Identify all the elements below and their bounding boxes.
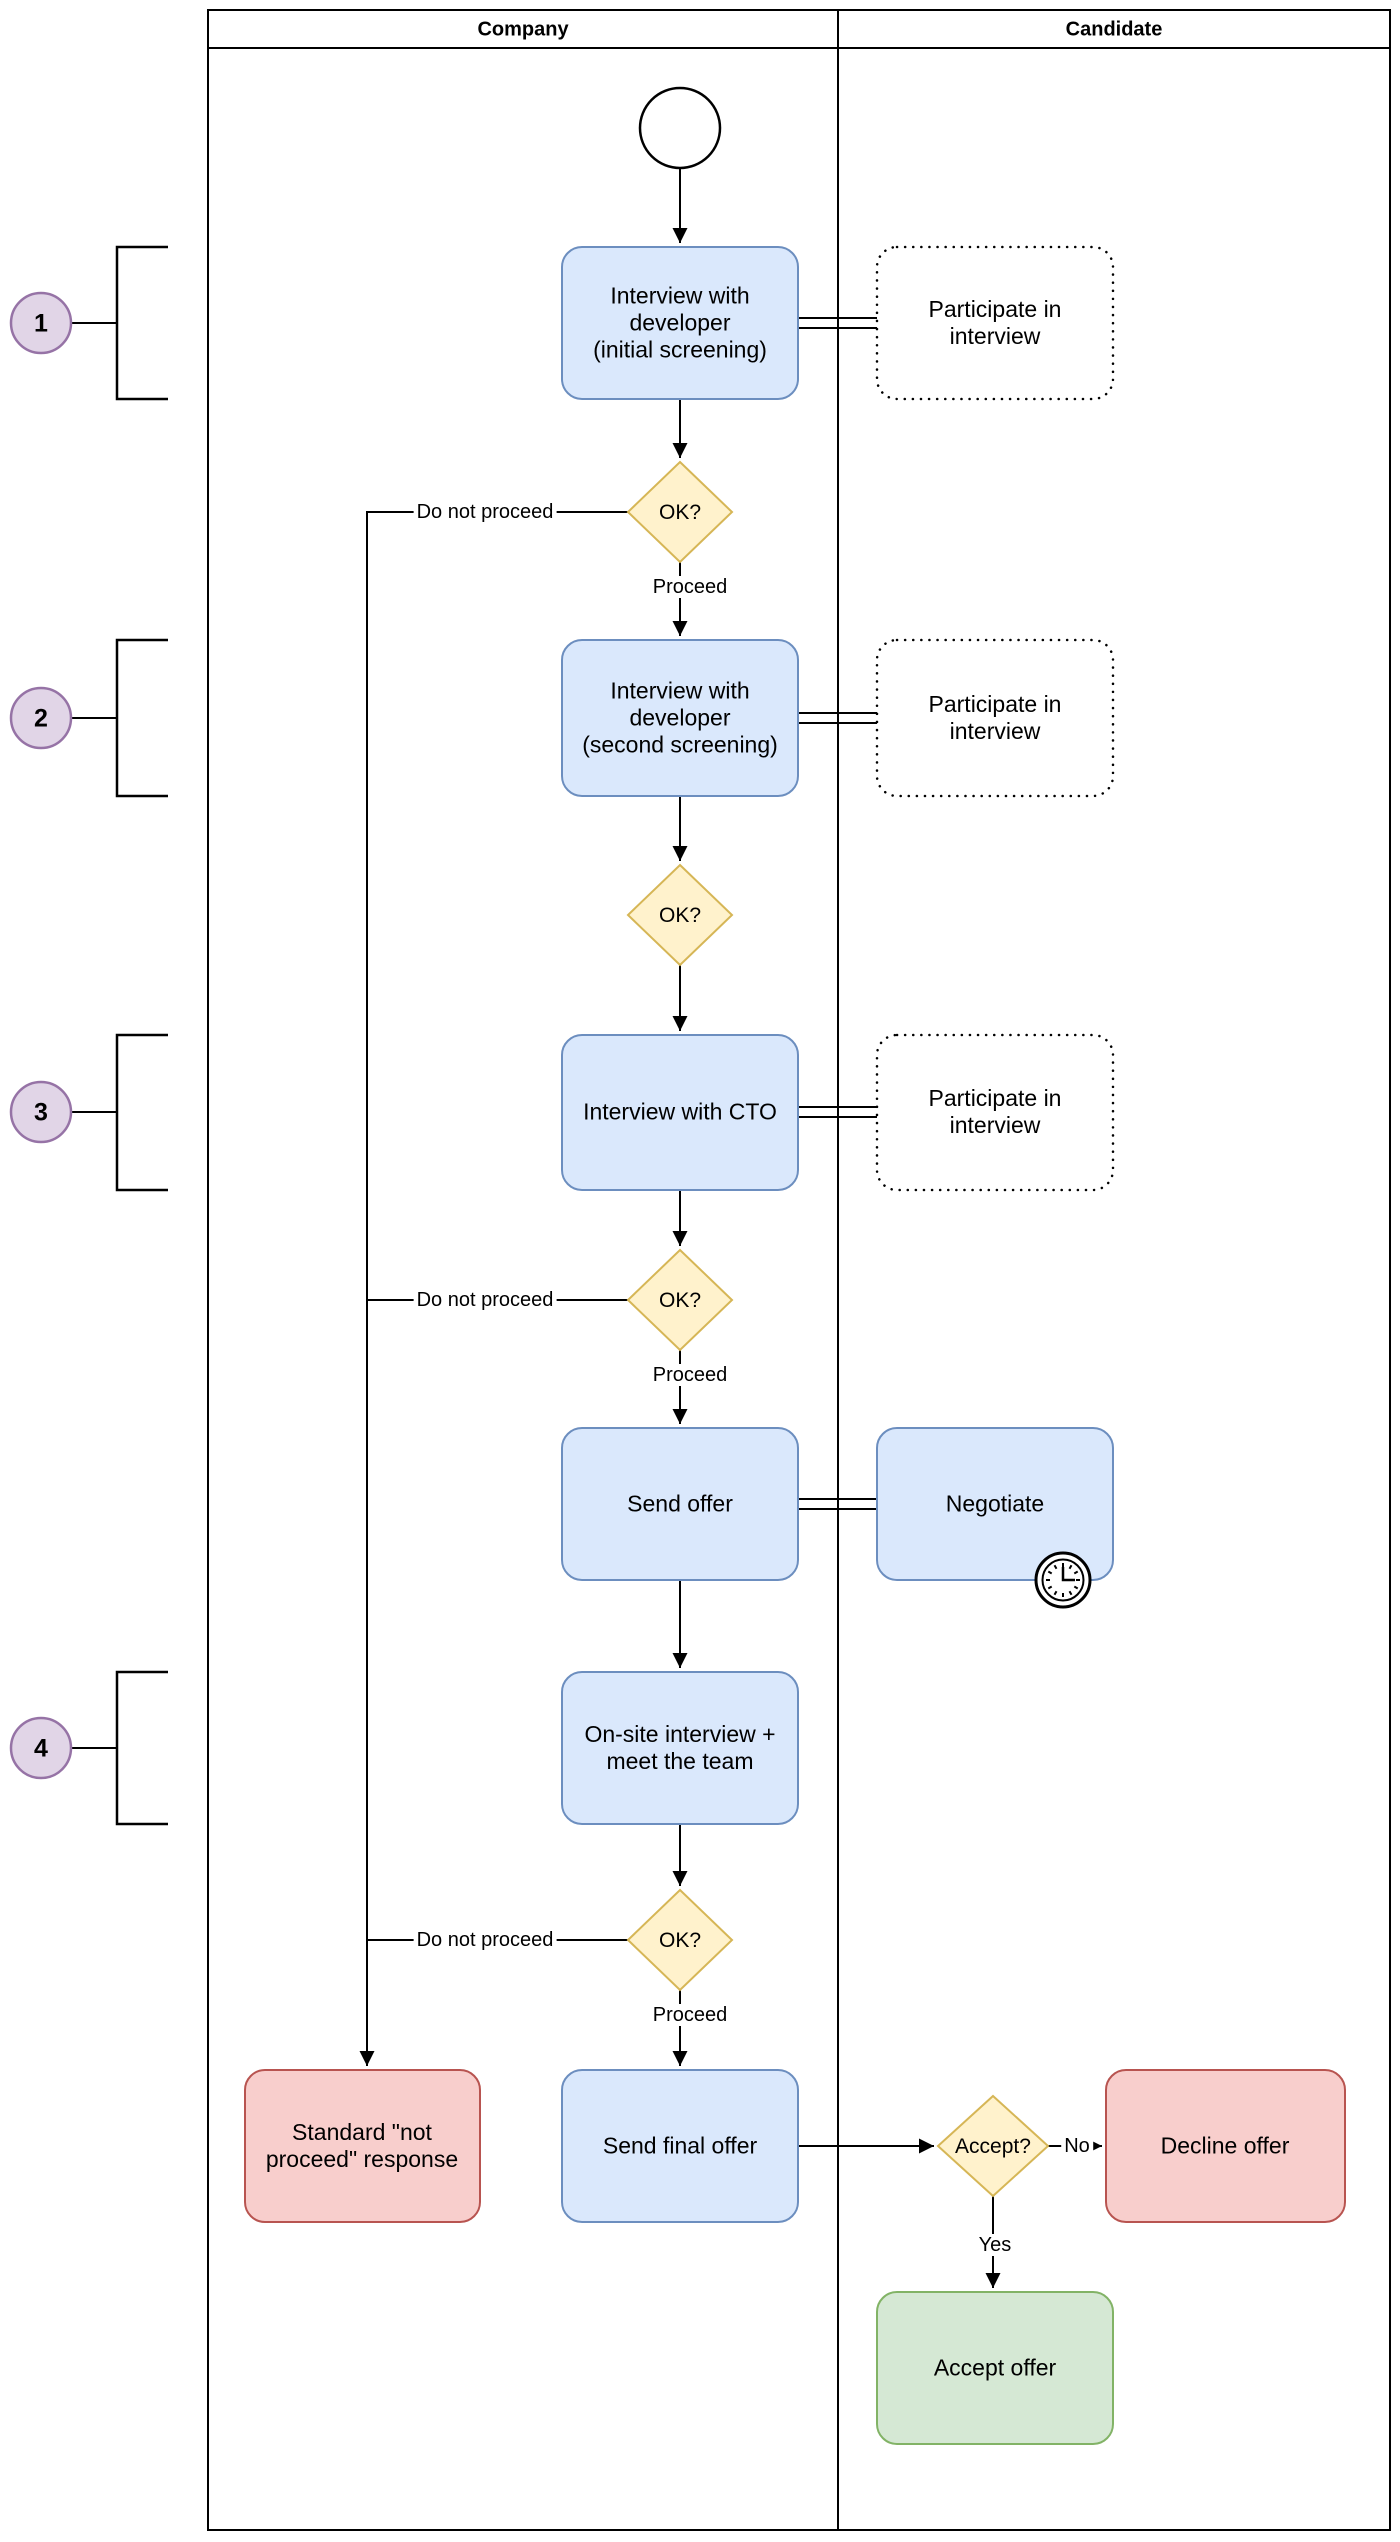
decision-ok2-shape	[626, 863, 734, 967]
task-participate-1-label: Participate in interview	[928, 295, 1062, 349]
task-interview-cto-label: Interview with CTO	[583, 1098, 777, 1125]
phase-marker-label-2: 2	[34, 704, 48, 733]
phase-bracket-1	[115, 245, 168, 401]
phase-bracket-4	[115, 1670, 168, 1826]
phase-markers	[9, 245, 168, 1826]
task-participate-1-shape	[875, 245, 1115, 401]
task-accept-offer-label: Accept offer	[933, 2354, 1057, 2381]
decision-accept-shape	[936, 2094, 1050, 2198]
timer-clock-icon	[1034, 1551, 1092, 1609]
flow-connectors	[359, 168, 1102, 2288]
decision-ok4-shape	[626, 1888, 734, 1992]
task-participate-2-shape	[875, 638, 1115, 798]
decision-ok4-label: OK?	[658, 1929, 702, 1952]
lane-header-company: Company	[477, 18, 569, 41]
task-participate-3-shape	[875, 1033, 1115, 1192]
task-accept-offer-shape	[876, 2291, 1114, 2445]
decision-ok3-shape	[626, 1248, 734, 1352]
task-interview-second-label: Interview with developer (second screeni…	[582, 677, 778, 758]
phase-marker-label-3: 3	[34, 1098, 48, 1127]
lane-header-candidate: Candidate	[1065, 18, 1163, 41]
association-double-lines	[798, 317, 877, 1510]
phase-marker-circle-2	[9, 686, 73, 750]
phase-marker-circle-1	[9, 291, 73, 355]
edge-label-do-not-proceed-4: Do not proceed	[413, 1929, 557, 1951]
task-negotiate-label: Negotiate	[945, 1490, 1045, 1517]
task-onsite-shape	[561, 1671, 799, 1825]
task-interview-initial-label: Interview with developer (initial screen…	[593, 282, 767, 363]
task-interview-second-shape	[561, 639, 799, 797]
phase-bracket-3	[115, 1033, 168, 1192]
task-decline-offer-shape	[1105, 2069, 1346, 2223]
edge-label-proceed-3: Proceed	[649, 1364, 731, 1386]
phase-marker-label-4: 4	[34, 1734, 48, 1763]
decision-accept-label: Accept?	[955, 2135, 1031, 2158]
edge-label-no: No	[1061, 2135, 1093, 2157]
edge-label-proceed-4: Proceed	[649, 2004, 731, 2026]
task-participate-2-label: Participate in interview	[928, 690, 1062, 744]
edge-label-do-not-proceed-3: Do not proceed	[413, 1289, 557, 1311]
task-send-offer-label: Send offer	[627, 1490, 733, 1517]
task-interview-cto-shape	[561, 1034, 799, 1191]
candidate-shapes	[875, 245, 1346, 2445]
task-participate-3-label: Participate in interview	[928, 1084, 1062, 1138]
decision-diamonds	[626, 460, 1050, 2198]
start-event-circle	[638, 86, 722, 170]
phase-marker-label-1: 1	[34, 309, 48, 338]
edge-label-do-not-proceed-1: Do not proceed	[413, 501, 557, 523]
task-send-final-offer-shape	[561, 2069, 799, 2223]
task-not-proceed-response-label: Standard "not proceed" response	[265, 2118, 459, 2172]
task-send-final-offer-label: Send final offer	[602, 2132, 758, 2159]
task-onsite-label: On-site interview + meet the team	[584, 1720, 776, 1774]
task-decline-offer-label: Decline offer	[1160, 2132, 1290, 2159]
decision-ok3-label: OK?	[658, 1289, 702, 1312]
phase-marker-circle-3	[9, 1080, 73, 1144]
phase-marker-circle-4	[9, 1716, 73, 1780]
task-negotiate-shape	[876, 1427, 1114, 1581]
company-tasks	[244, 246, 799, 2223]
decision-ok1-label: OK?	[658, 501, 702, 524]
decision-ok2-label: OK?	[658, 904, 702, 927]
task-interview-initial-shape	[561, 246, 799, 400]
pool-border	[207, 9, 1391, 2531]
decision-ok1-shape	[626, 460, 734, 564]
edge-label-proceed-1: Proceed	[649, 576, 731, 598]
edge-label-yes: Yes	[975, 2234, 1015, 2256]
phase-bracket-2	[115, 638, 168, 798]
task-send-offer-shape	[561, 1427, 799, 1581]
task-not-proceed-response-shape	[244, 2069, 481, 2223]
